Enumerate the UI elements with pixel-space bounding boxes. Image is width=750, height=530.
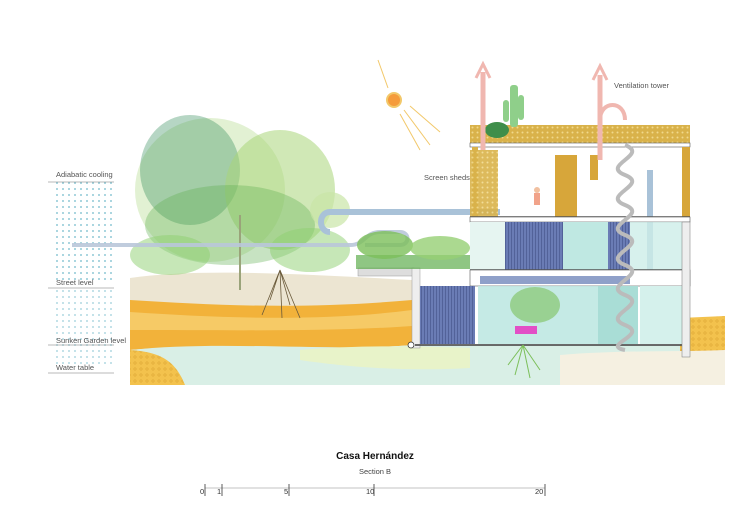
- ground-layers: [130, 272, 725, 385]
- scale-bar: 0 1 5 10 20: [200, 484, 546, 496]
- adiabatic-cooling-panel: [48, 181, 114, 374]
- drawing-title: Casa Hernández: [336, 451, 414, 462]
- label-street-level: Street level: [56, 278, 94, 287]
- label-adiabatic-cooling: Adiabatic cooling: [56, 170, 113, 179]
- house-section: [415, 85, 691, 358]
- scale-tick-5: 5: [284, 487, 288, 496]
- drawing-subtitle: Section B: [358, 467, 392, 476]
- scale-tick-0: 0: [200, 487, 204, 496]
- scale-tick-10: 10: [366, 487, 374, 496]
- label-sunken-garden-level: Sunken Garden level: [56, 336, 126, 345]
- label-screen-sheds: Screen sheds: [424, 173, 470, 182]
- sunken-garden-plant: [507, 287, 560, 379]
- ventilation-arrows: [474, 60, 627, 160]
- scale-tick-1: 1: [217, 487, 221, 496]
- scale-tick-20: 20: [535, 487, 543, 496]
- street-planter: [356, 231, 476, 269]
- sun-icon: [377, 59, 441, 151]
- label-water-table: Water table: [56, 363, 94, 372]
- label-ventilation-tower: Ventilation tower: [614, 81, 670, 90]
